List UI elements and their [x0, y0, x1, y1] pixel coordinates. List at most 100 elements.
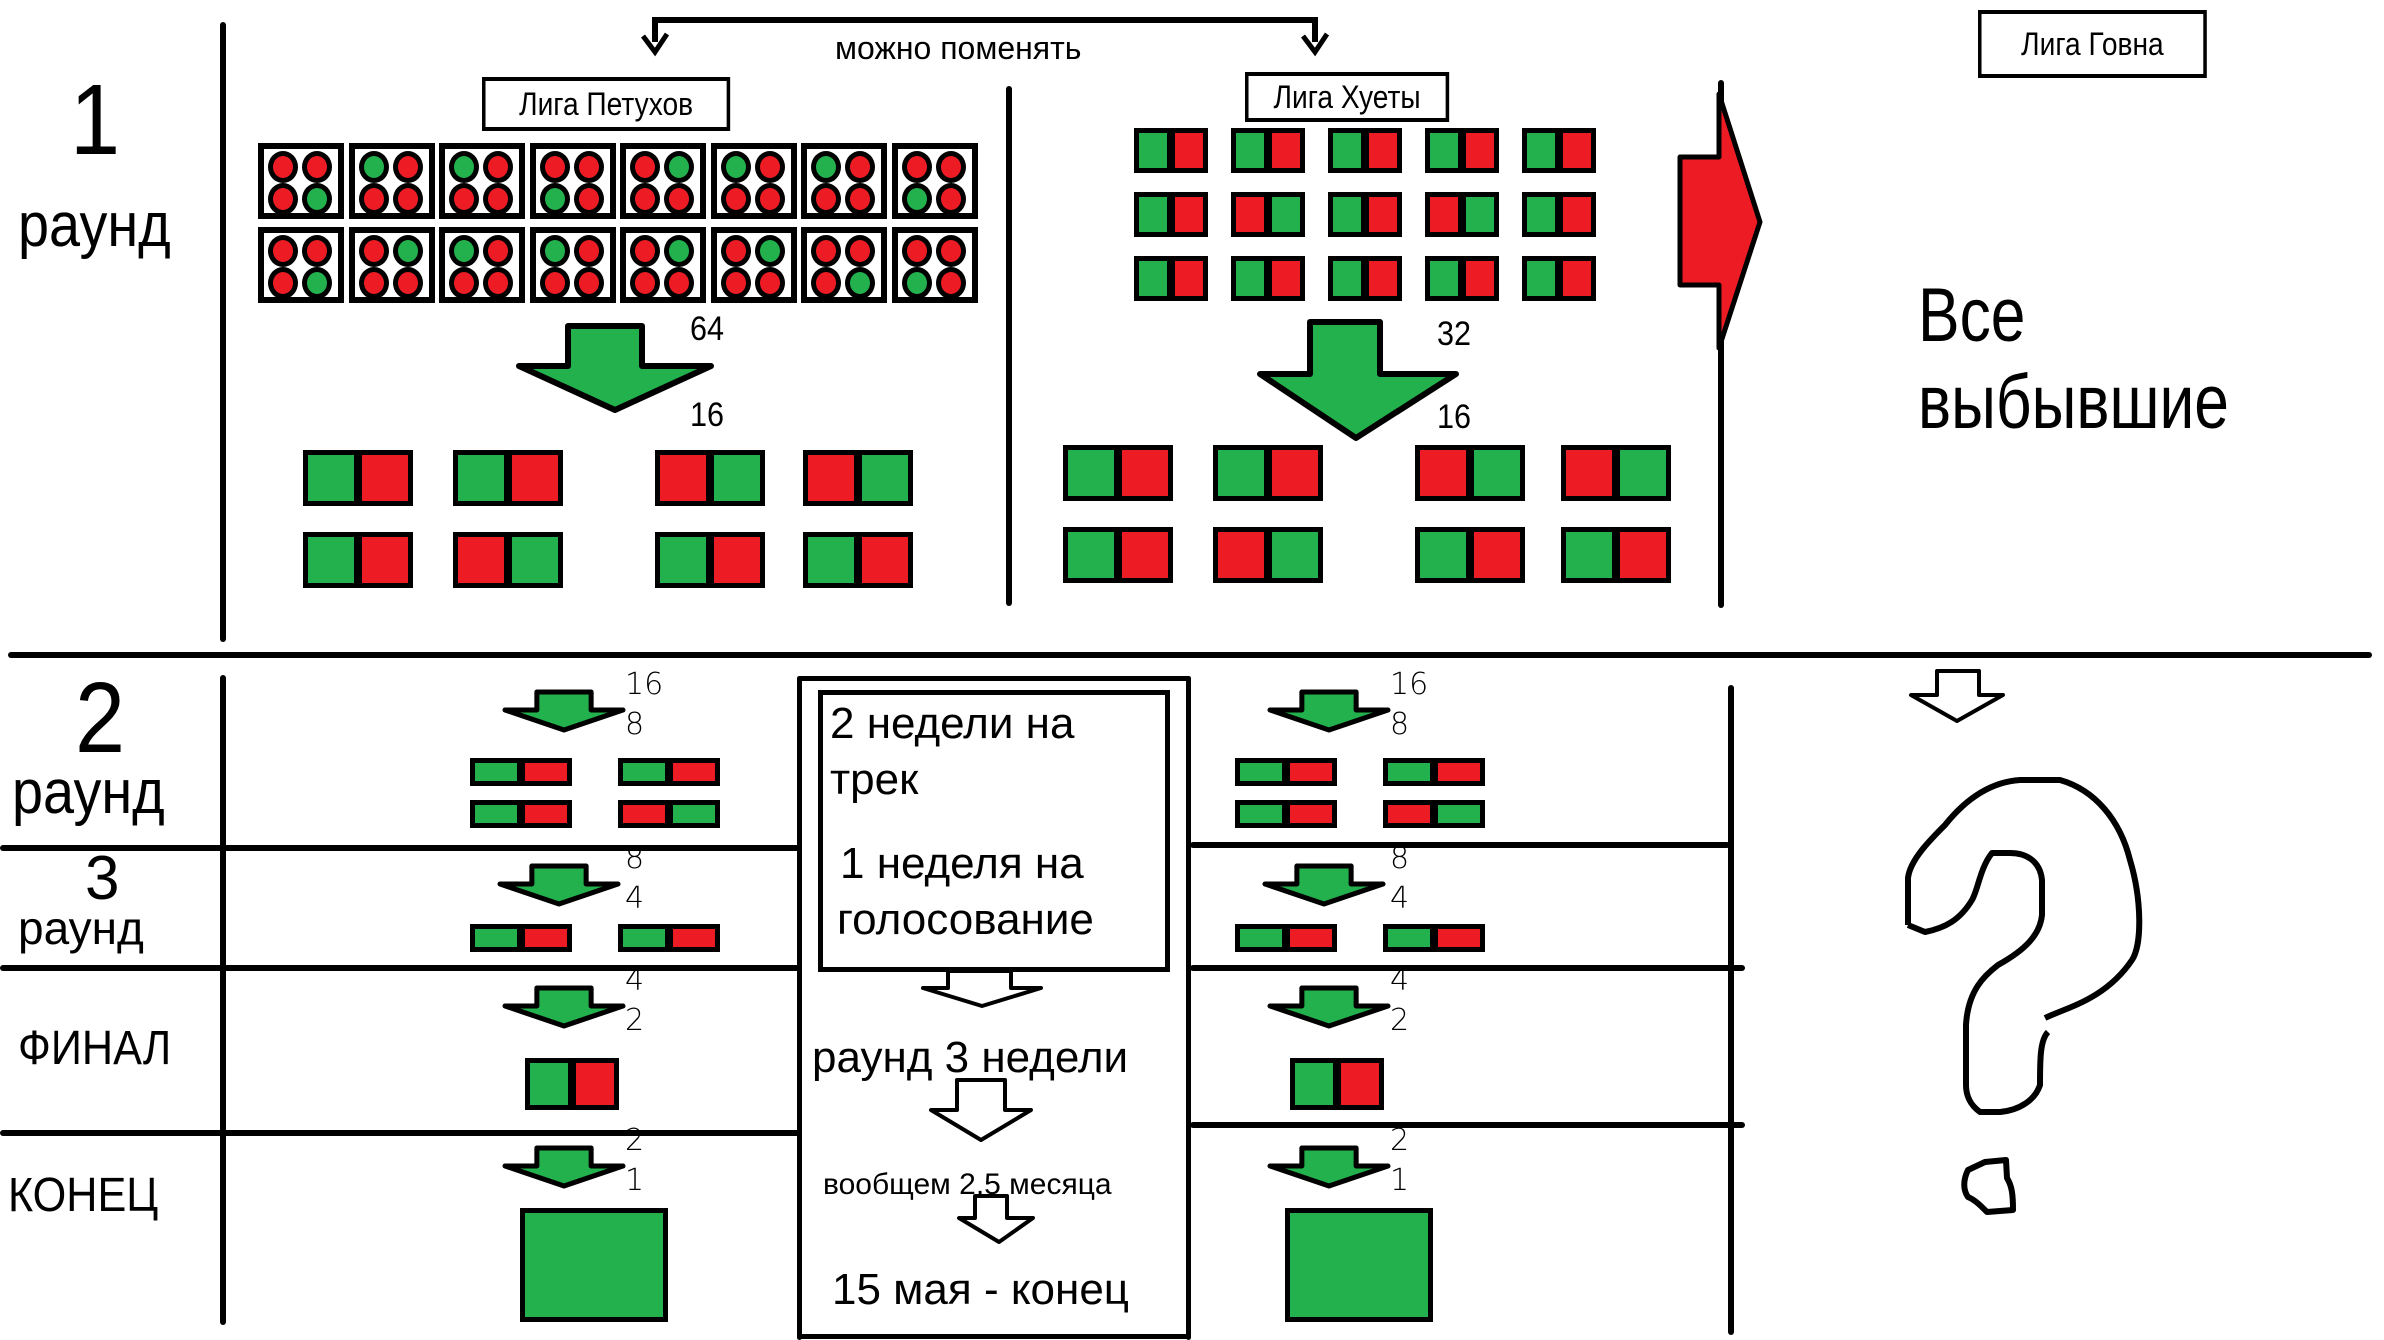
row-divider — [0, 965, 800, 971]
winner-square — [1063, 445, 1119, 501]
arrow-down-icon — [502, 689, 626, 733]
arrow-down-icon — [921, 969, 1043, 1008]
stage-count-in: 4 — [625, 963, 645, 998]
loser-square — [453, 532, 509, 588]
winner-square — [1267, 527, 1323, 583]
rounds-divider — [8, 652, 2372, 658]
league-c-title: Лига Говна — [1978, 10, 2207, 78]
eliminated-player-dot — [392, 267, 423, 299]
later-rounds-right-divider — [1728, 685, 1734, 1335]
loser-square — [709, 532, 765, 588]
winner-square — [1328, 256, 1366, 301]
advancing-player-dot — [754, 235, 785, 267]
eliminated-player-dot — [754, 151, 785, 183]
advancing-player-dot — [449, 235, 479, 267]
loser-square — [1558, 192, 1596, 237]
loser-square — [1415, 445, 1471, 501]
eliminated-player-dot — [935, 151, 966, 183]
loser-square — [1170, 192, 1208, 237]
loser-square — [1336, 1058, 1384, 1110]
eliminated-player-dot — [630, 267, 660, 299]
round-2-number: 2 — [75, 662, 126, 774]
loser-square — [1364, 256, 1402, 301]
winner-square — [1134, 192, 1172, 237]
row-divider — [0, 1130, 800, 1136]
stage-count-out: 1 — [625, 1163, 645, 1198]
arrow-down-icon — [1262, 863, 1386, 907]
eliminated-player-dot — [630, 183, 660, 215]
loser-square — [1383, 800, 1435, 828]
eliminated-player-dot — [811, 267, 841, 299]
group-card — [348, 143, 435, 219]
winner-square — [507, 532, 563, 588]
row-divider — [1190, 965, 1745, 971]
loser-square — [1213, 527, 1269, 583]
advancing-player-dot — [302, 267, 332, 299]
league-a-title: Лига Петухов — [482, 77, 731, 131]
later-rounds-left-divider — [220, 675, 226, 1325]
winner-square — [1469, 445, 1525, 501]
eliminated-player-dot — [268, 267, 298, 299]
eliminated-player-dot — [483, 235, 513, 267]
row-divider — [1190, 1122, 1745, 1128]
advancing-player-dot — [664, 151, 694, 183]
advancing-player-dot — [901, 183, 932, 215]
league-divider — [1006, 86, 1012, 606]
eliminated-player-dot — [720, 235, 751, 267]
schedule-line-4: голосование — [837, 895, 1094, 944]
loser-square — [1433, 758, 1485, 786]
winner-square — [857, 450, 913, 506]
loser-square — [1117, 445, 1173, 501]
winner-square — [1134, 256, 1172, 301]
advancing-player-dot — [302, 183, 332, 215]
eliminated-player-dot — [630, 151, 660, 183]
winner-square — [470, 800, 522, 828]
advancing-player-dot — [539, 235, 570, 267]
eliminated-player-dot — [483, 151, 513, 183]
swap-bracket — [641, 17, 1330, 57]
loser-square — [571, 1058, 619, 1110]
group-card — [258, 143, 344, 219]
winner-square — [470, 924, 522, 952]
stage-count-out: 8 — [625, 707, 645, 742]
winner-square — [1328, 192, 1366, 237]
loser-square — [1267, 256, 1305, 301]
winner-square — [1235, 758, 1287, 786]
advancing-player-dot — [358, 151, 389, 183]
eliminated-player-dot — [664, 267, 694, 299]
eliminated-player-dot — [268, 235, 298, 267]
winner-square — [1235, 800, 1287, 828]
winner-square — [303, 450, 359, 506]
round-2-label: раунд — [12, 758, 165, 827]
winner-square — [803, 532, 859, 588]
eliminated-player-dot — [392, 183, 423, 215]
group-card — [710, 143, 797, 219]
row-divider — [1190, 842, 1730, 848]
winner-square — [1615, 445, 1671, 501]
winner-square — [1231, 128, 1269, 173]
winner-square — [1433, 800, 1485, 828]
eliminated-player-dot — [630, 235, 660, 267]
group-card — [529, 227, 616, 303]
group-card — [891, 143, 978, 219]
winner-square — [618, 758, 670, 786]
schedule-box-right — [1186, 676, 1191, 1340]
eliminated-player-dot — [573, 151, 604, 183]
winner-square — [470, 758, 522, 786]
loser-square — [520, 800, 572, 828]
eliminated-player-dot — [754, 267, 785, 299]
eliminated-player-dot — [358, 235, 389, 267]
group-card — [710, 227, 797, 303]
advancing-player-dot — [664, 235, 694, 267]
loser-square — [803, 450, 859, 506]
loser-square — [1461, 128, 1499, 173]
eliminated-player-dot — [268, 151, 298, 183]
loser-square — [1469, 527, 1525, 583]
schedule-box-bottom — [797, 1334, 1191, 1339]
winner-square — [1522, 128, 1560, 173]
league-a-count-in: 64 — [690, 310, 725, 348]
stage-count-out: 8 — [1390, 707, 1410, 742]
arrow-down-icon — [1301, 32, 1330, 57]
loser-square — [507, 450, 563, 506]
eliminated-player-dot — [483, 267, 513, 299]
